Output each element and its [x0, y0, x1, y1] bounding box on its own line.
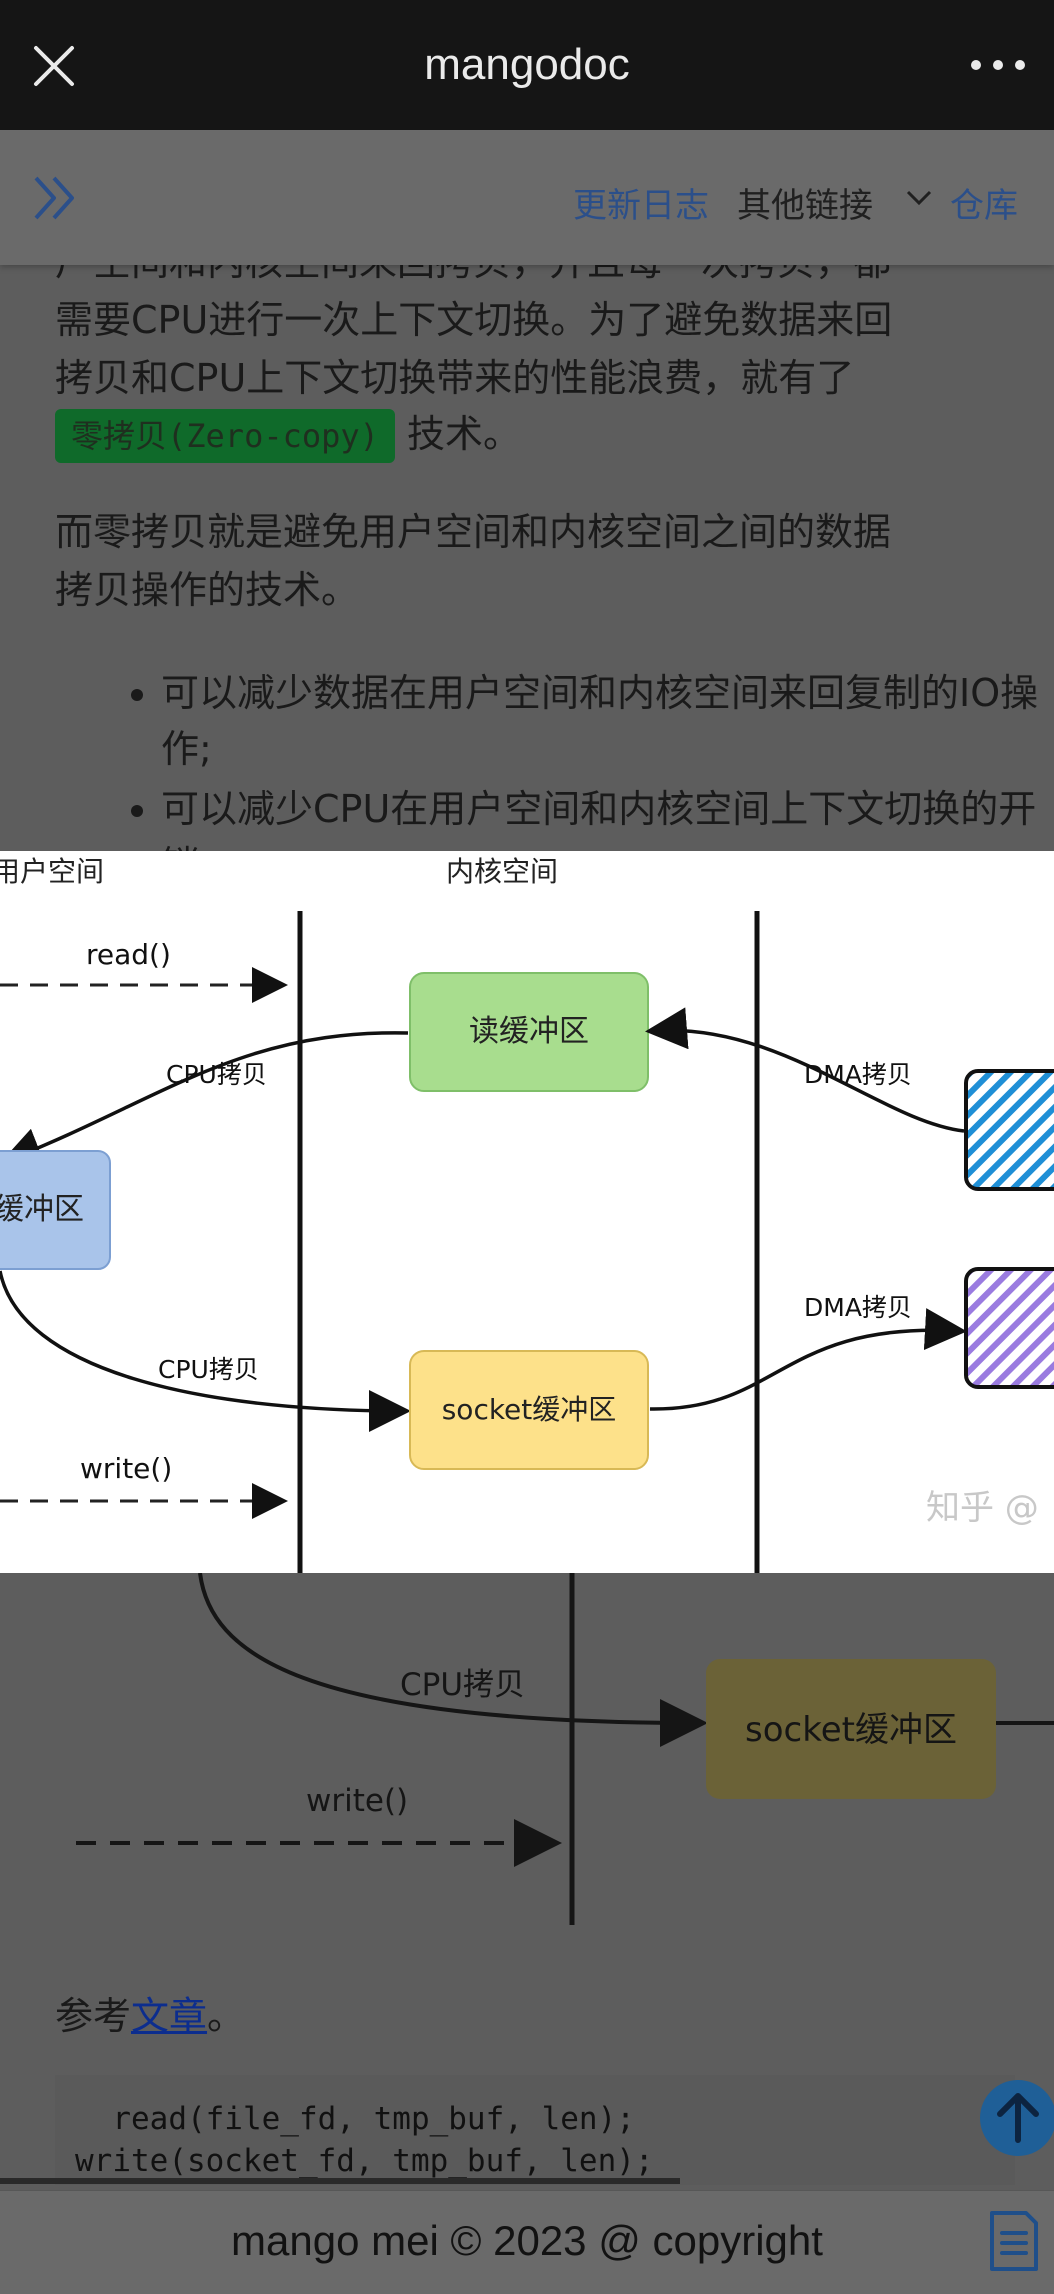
cpu-copy-arrow — [198, 1573, 708, 1747]
code-line: read(file_fd, tmp_buf, len); — [75, 2101, 635, 2137]
nic-box — [964, 1267, 1054, 1389]
sidebar-toggle-icon[interactable] — [30, 172, 82, 224]
close-icon[interactable] — [30, 42, 78, 90]
write-call-label: write() — [80, 1452, 172, 1485]
more-options-icon[interactable] — [968, 52, 1028, 78]
copyright-text: mango mei © 2023 @ copyright — [231, 2217, 823, 2264]
dma-copy-arrow-2 — [649, 1308, 967, 1411]
table-of-contents-icon[interactable] — [988, 2209, 1040, 2273]
cpu-copy-label: CPU拷贝 — [400, 1667, 525, 1703]
read-buffer-label: 读缓冲区 — [469, 1014, 589, 1049]
zero-copy-diagram: 用户空间 内核空间 read() 读缓冲区 CPU拷贝 DMA拷贝 缓冲区 CP… — [0, 855, 1054, 1573]
socket-buffer-label: socket缓冲区 — [442, 1393, 617, 1426]
read-call-label: read() — [86, 938, 171, 971]
window-title: mangodoc — [424, 40, 630, 89]
cpu-copy-arrow — [0, 1031, 409, 1168]
watermark-text: 知乎 @ — [926, 1488, 1039, 1528]
dma-copy-arrow — [645, 1007, 965, 1133]
code-line: write(socket_fd, tmp_buf, len); — [75, 2143, 654, 2179]
dma-copy-label: DMA拷贝 — [804, 1060, 912, 1089]
app-buffer-box — [0, 1150, 111, 1270]
paragraph-line: 拷贝操作的技术。 — [55, 568, 360, 612]
paragraph-line: 而零拷贝就是避免用户空间和内核空间之间的数据 — [55, 510, 892, 554]
dma-copy-label-2: DMA拷贝 — [804, 1293, 912, 1322]
reference-link[interactable]: 文章 — [131, 1994, 208, 2038]
reference-suffix: 。 — [207, 1994, 246, 2038]
paragraph-line: 需要CPU进行一次上下文切换。为了避免数据来回 — [55, 298, 893, 342]
site-navbar — [0, 130, 1054, 265]
kernel-space-label: 内核空间 — [446, 855, 558, 888]
cpu-copy-label: CPU拷贝 — [166, 1060, 267, 1089]
code-block: read(file_fd, tmp_buf, len); write(socke… — [55, 2075, 1015, 2185]
socket-buffer-label: socket缓冲区 — [745, 1710, 957, 1750]
user-space-label: 用户空间 — [0, 855, 104, 888]
horizontal-scrollbar[interactable] — [0, 2178, 680, 2184]
reference-line: 参考文章。 — [55, 1985, 245, 2040]
nav-link-repository[interactable]: 仓库 — [950, 186, 1018, 226]
socket-buffer-box — [409, 1350, 649, 1470]
socket-buffer-box — [706, 1659, 996, 1799]
write-call-label: write() — [306, 1783, 408, 1819]
nav-link-changelog[interactable]: 更新日志 — [573, 186, 709, 226]
window-titlebar: mangodoc — [0, 0, 1054, 130]
paragraph-line: 零拷贝(Zero-copy) 技术。 — [55, 405, 1015, 463]
paragraph-line: 拷贝和CPU上下文切换带来的性能浪费，就有了 — [55, 356, 855, 400]
cpu-copy-label-2: CPU拷贝 — [158, 1355, 259, 1384]
back-to-top-icon[interactable] — [978, 2078, 1054, 2158]
chevron-down-icon[interactable] — [904, 188, 934, 208]
app-buffer-label: 缓冲区 — [0, 1192, 84, 1227]
list-item: 可以减少CPU在用户空间和内核空间上下文切换的开销。 — [161, 781, 1051, 893]
cpu-copy-arrow-2 — [0, 1270, 411, 1432]
paragraph-tail: 技术。 — [407, 412, 522, 456]
disk-box — [964, 1069, 1054, 1191]
zero-copy-code-chip: 零拷贝(Zero-copy) — [55, 409, 395, 463]
reference-prefix: 参考 — [55, 1994, 132, 2038]
nav-dropdown-other-links[interactable]: 其他链接 — [737, 186, 873, 226]
diagram-image-zoom[interactable]: 用户空间 内核空间 read() 读缓冲区 CPU拷贝 DMA拷贝 缓冲区 CP… — [0, 851, 1054, 1573]
background-diagram: CPU拷贝 socket缓冲区 write() — [76, 1573, 1054, 1925]
list-item: 可以减少数据在用户空间和内核空间来回复制的IO操作; — [161, 665, 1051, 777]
bullet-list: 可以减少数据在用户空间和内核空间来回复制的IO操作; 可以减少CPU在用户空间和… — [55, 665, 1051, 897]
page-footer: mango mei © 2023 @ copyright — [0, 2190, 1054, 2294]
